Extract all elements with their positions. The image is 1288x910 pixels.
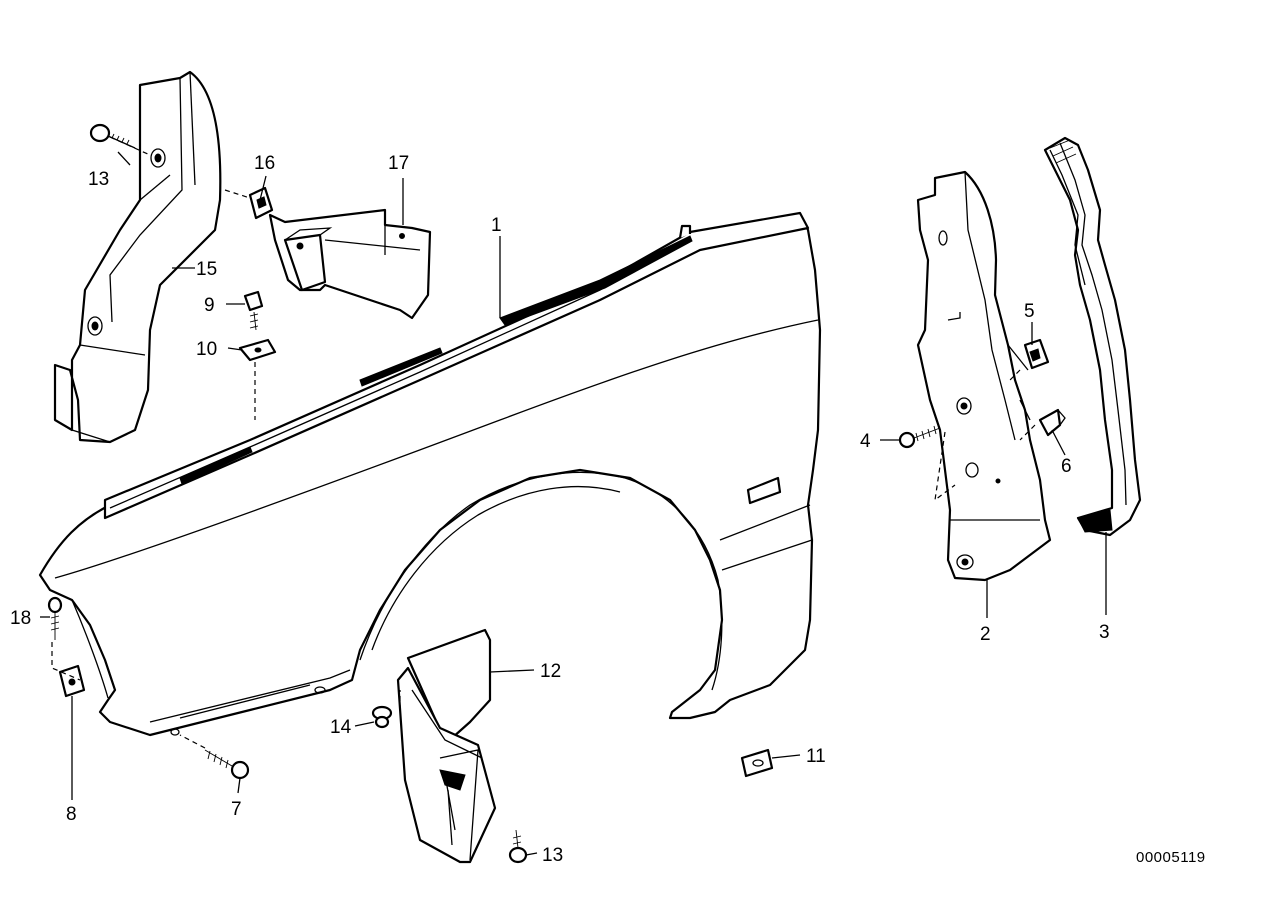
screw-7 (204, 749, 250, 780)
callout-11: 11 (806, 746, 826, 767)
clip-6 (1038, 408, 1066, 437)
callout-9: 9 (204, 295, 215, 316)
document-number: 00005119 (1136, 849, 1206, 866)
callout-1: 1 (491, 215, 502, 236)
callout-14: 14 (330, 717, 352, 738)
clip-8 (58, 664, 86, 698)
clip-11 (740, 748, 774, 778)
callout-18: 18 (10, 608, 31, 629)
callout-17: 17 (388, 153, 409, 174)
screw-4 (898, 425, 941, 449)
callout-5: 5 (1024, 301, 1035, 322)
front-splash-shield-part (53, 70, 222, 444)
screw-13-bottom (508, 829, 528, 864)
callout-3: 3 (1099, 622, 1110, 643)
mud-flap-part (396, 628, 497, 864)
nut-9 (243, 290, 264, 331)
callout-6: 6 (1061, 456, 1072, 477)
callout-13-top: 13 (88, 169, 109, 190)
callout-8: 8 (66, 804, 77, 825)
seal-strip-part (1043, 136, 1142, 537)
rear-splash-shield-part (916, 170, 1052, 582)
callout-10: 10 (196, 339, 217, 360)
callout-4: 4 (860, 431, 871, 452)
callout-7: 7 (231, 799, 242, 820)
clip-16 (248, 186, 274, 220)
grommet-14 (371, 705, 393, 729)
assembly-lines (51, 136, 1036, 749)
callout-13-bottom: 13 (542, 845, 563, 866)
screw-18 (47, 596, 63, 640)
bracket-part (268, 208, 432, 320)
callout-12: 12 (540, 661, 561, 682)
leader-lines (40, 151, 1107, 856)
clip-5 (1023, 338, 1050, 370)
callout-15: 15 (196, 259, 217, 280)
clip-10 (238, 338, 277, 362)
fasteners (47, 123, 1066, 864)
fender-part (38, 211, 822, 737)
callout-2: 2 (980, 624, 991, 645)
callout-16: 16 (254, 153, 275, 174)
screw-13-top (89, 123, 136, 149)
callout-labels: 1 2 3 4 5 6 7 8 9 10 11 12 13 13 14 15 1… (10, 153, 1110, 866)
